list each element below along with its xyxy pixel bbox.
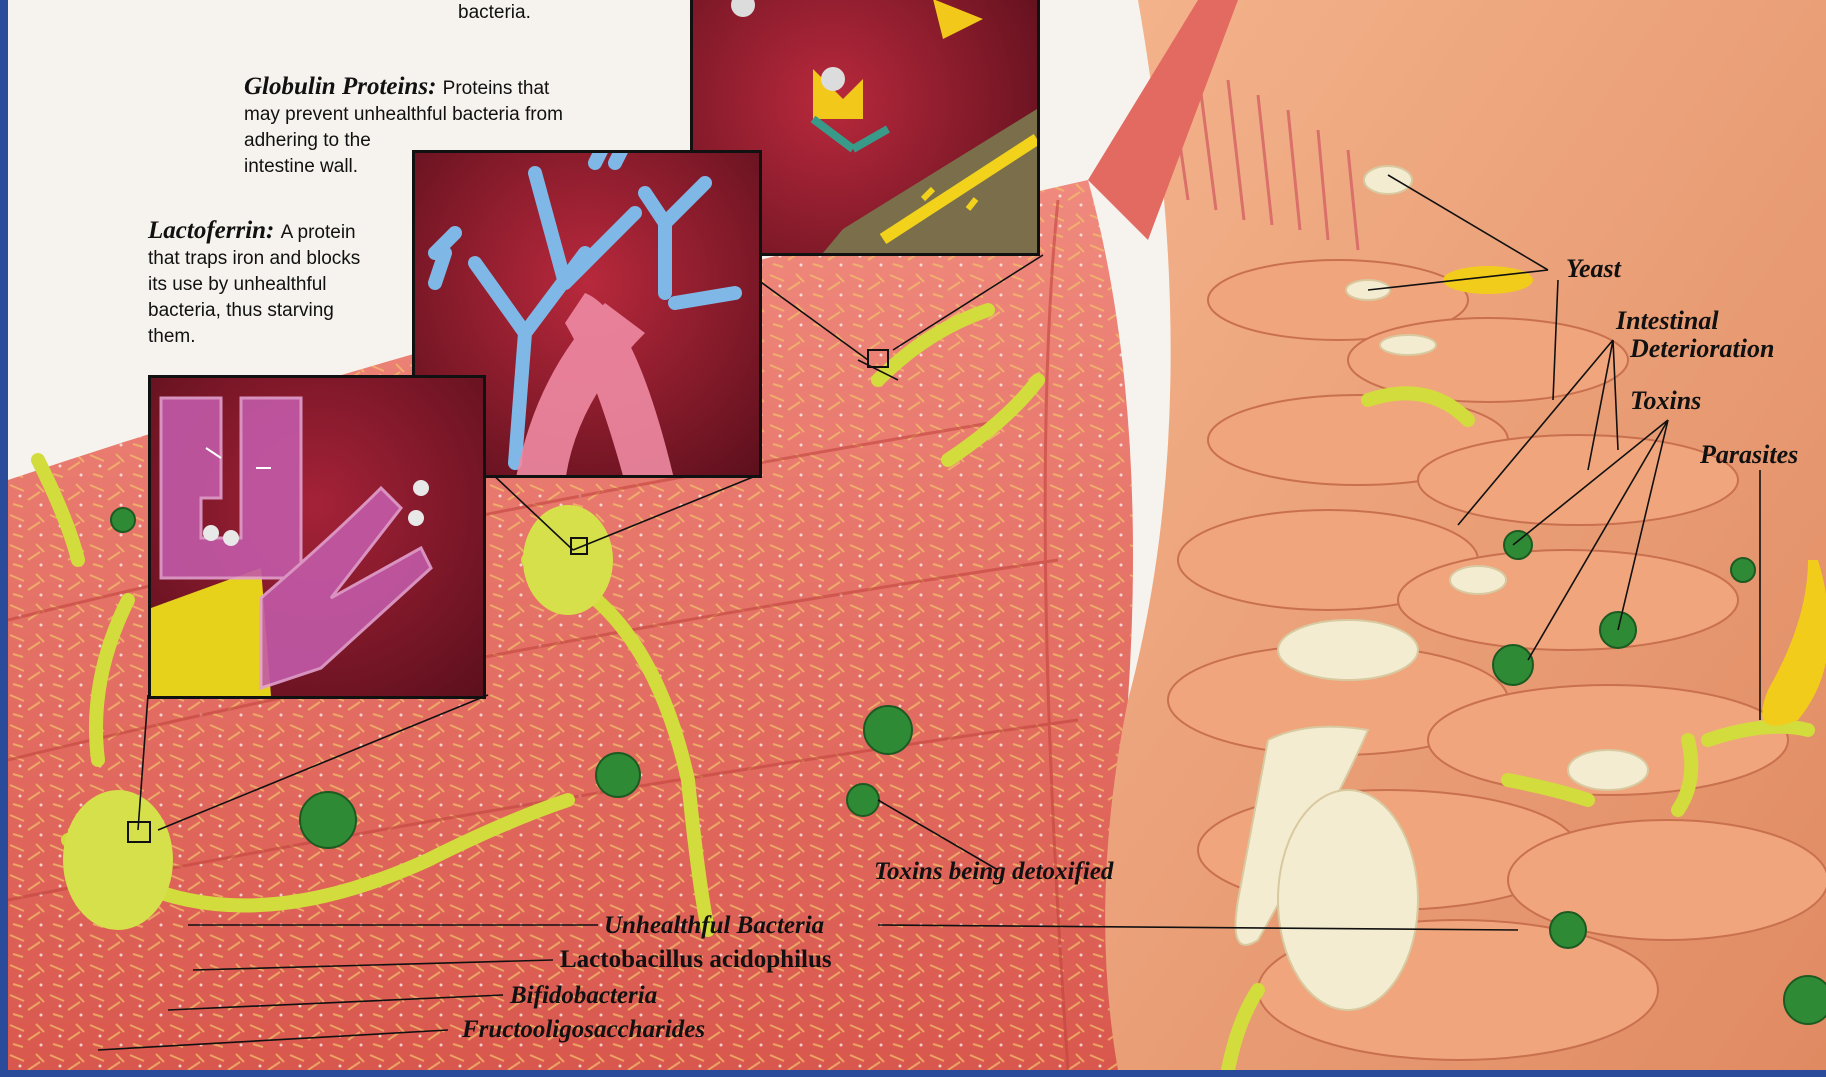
globulin-title: Globulin Proteins: [244,73,443,100]
label-deterioration: Deterioration [1630,334,1774,364]
callout-lactoferrin: Lactoferrin: A protein that traps iron a… [148,218,393,350]
globulin-line-2: may prevent unhealthful bacteria from [244,104,563,125]
label-parasites: Parasites [1700,440,1798,470]
frame-border-bottom [0,1070,1826,1077]
bacteria-head [63,790,173,930]
inset-lactoferrin [148,375,486,699]
label-intestinal: Intestinal [1616,306,1719,336]
callout-globulin: Globulin Proteins: Proteins that may pre… [244,74,604,180]
lactoferrin-title: Lactoferrin: [148,217,281,244]
lactoferrin-line-3: its use by unhealthful [148,274,327,295]
label-unhealthful-bacteria: Unhealthful Bacteria [604,912,824,940]
lactoferrin-line-1: A protein [281,222,356,243]
label-toxins: Toxins [1630,386,1701,416]
label-bifidobacteria: Bifidobacteria [510,982,657,1010]
lactoferrin-line-5: them. [148,326,196,347]
label-fructooligosaccharides: Fructooligosaccharides [462,1016,705,1044]
label-yeast: Yeast [1566,254,1621,284]
callout-bacteria-tail: bacteria. [458,0,531,26]
label-toxins-detoxified: Toxins being detoxified [874,858,1113,886]
globulin-line-3: adhering to the [244,130,371,151]
bacteria-head [523,505,613,615]
lactoferrin-line-2: that traps iron and blocks [148,248,360,269]
globulin-line-1: Proteins that [443,78,550,99]
frame-border-left [0,0,8,1077]
lactoferrin-line-4: bacteria, thus starving [148,300,334,321]
label-lactobacillus: Lactobacillus acidophilus [560,946,832,974]
globulin-line-4: intestine wall. [244,156,358,177]
callout-bacteria-tail-text: bacteria. [458,2,531,23]
lactoferrin-art [151,378,483,696]
